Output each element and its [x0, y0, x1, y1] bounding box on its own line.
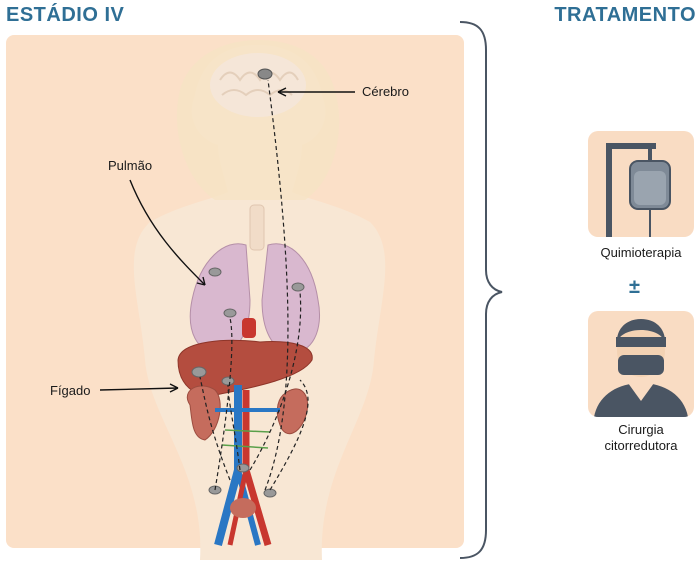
iv-drip-icon — [606, 143, 671, 237]
label-brain: Cérebro — [362, 84, 409, 99]
body-silhouette — [133, 40, 386, 560]
plus-minus-symbol: ± — [629, 276, 640, 298]
chemotherapy-label: Quimioterapia — [600, 245, 682, 260]
surgery-label-line1: Cirurgia — [618, 422, 664, 437]
brain — [210, 53, 306, 117]
stage-title: ESTÁDIO IV — [6, 4, 125, 26]
aortic-arch — [242, 318, 256, 338]
surgery-tile — [588, 311, 694, 417]
lungs — [189, 243, 320, 353]
label-lung: Pulmão — [108, 158, 153, 173]
right-brace-icon — [459, 21, 503, 559]
chemotherapy-tile — [588, 131, 694, 237]
label-arrows — [99, 87, 355, 393]
label-liver: Fígado — [50, 383, 91, 398]
treatment-title: TRATAMENTO — [554, 4, 696, 26]
trachea — [249, 204, 265, 251]
surgeon-icon — [594, 319, 688, 417]
surgery-label-line2: citorredutora — [604, 438, 678, 453]
metastasis-paths — [199, 79, 309, 491]
blood-vessels — [208, 385, 280, 547]
